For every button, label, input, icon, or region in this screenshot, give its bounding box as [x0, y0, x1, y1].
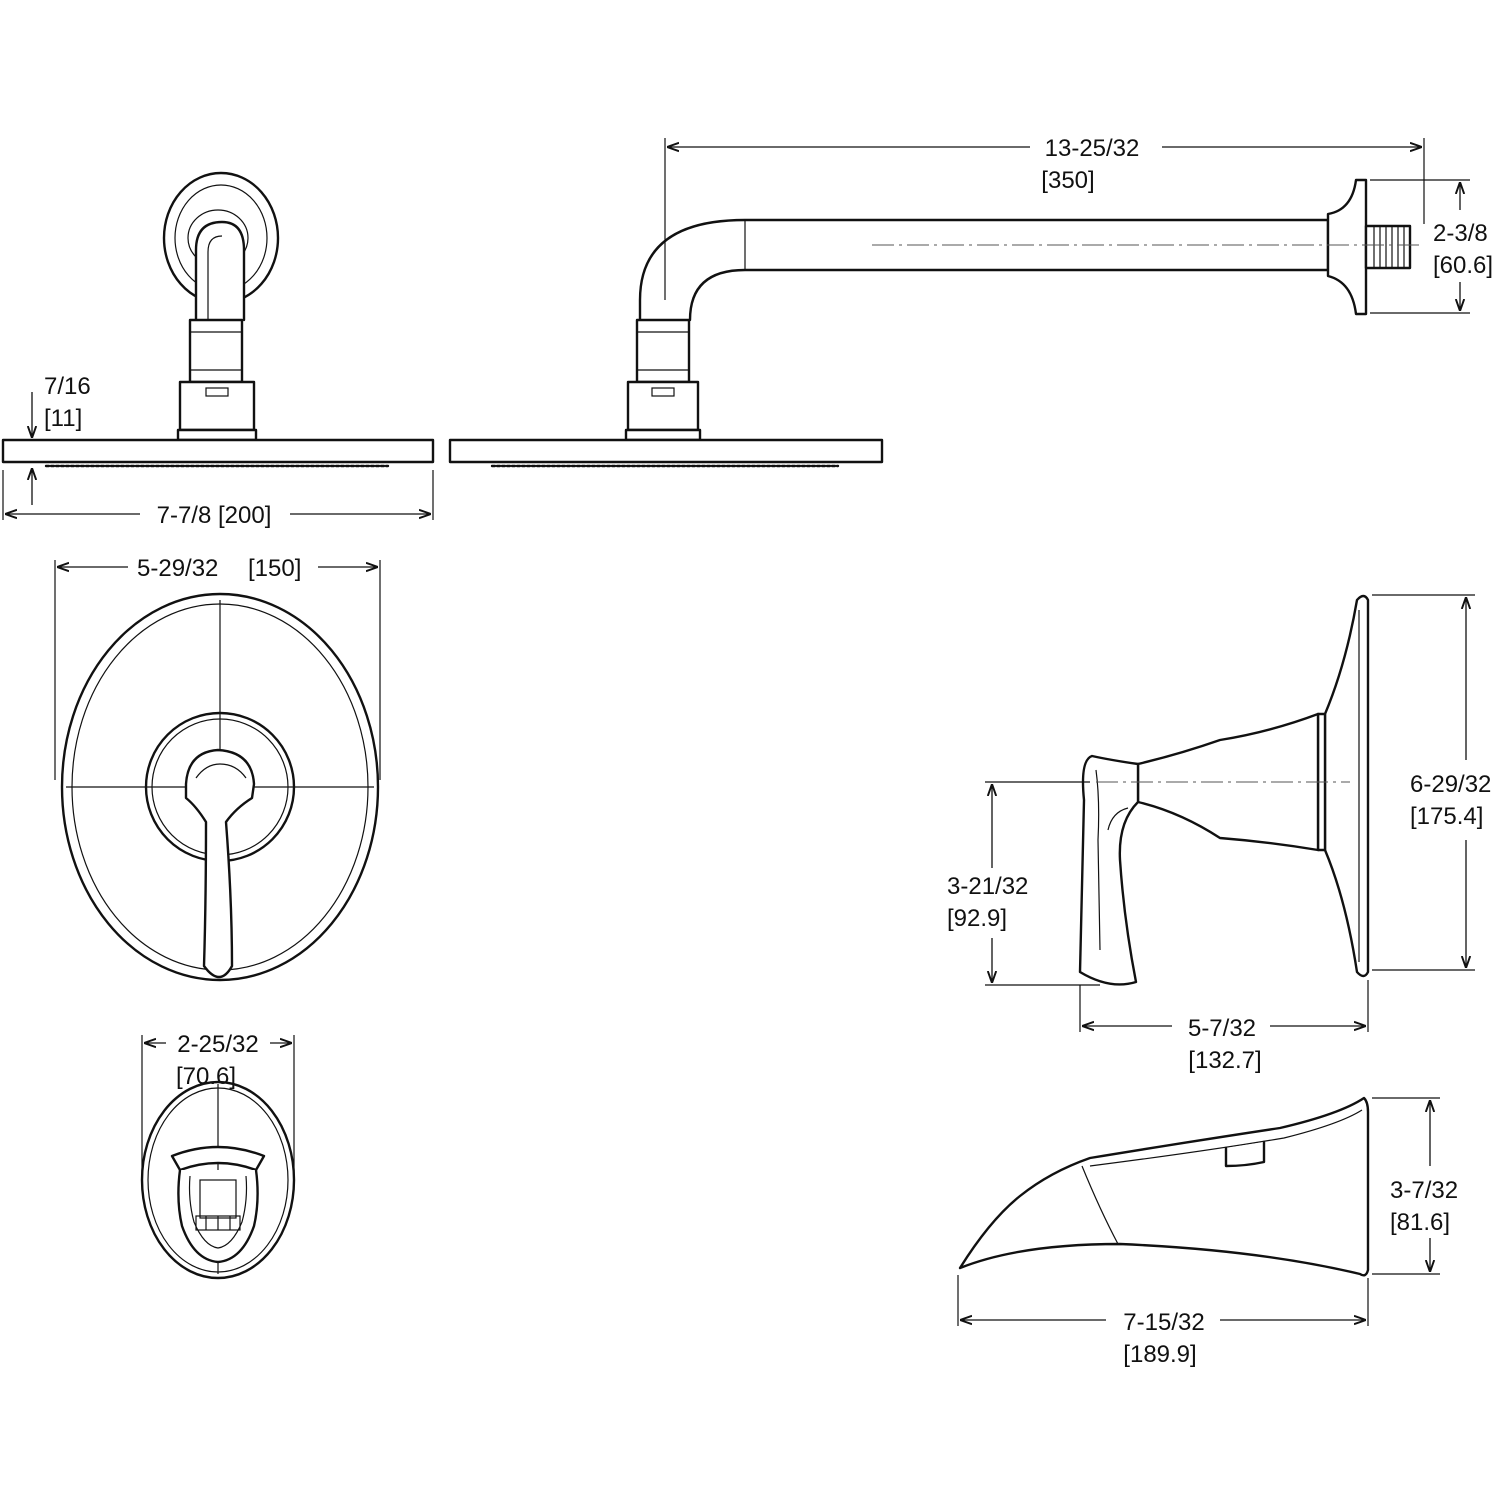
- arm-length-inch: 13-25/32: [1045, 135, 1140, 162]
- handle-height-inch: 3-21/32: [947, 873, 1028, 900]
- trim-width-mm: [150]: [248, 555, 301, 582]
- spout-height-mm: [81.6]: [1390, 1209, 1450, 1236]
- tub-spout-side-view: [957, 1096, 1440, 1326]
- arm-flange-inch: 2-3/8: [1433, 220, 1488, 247]
- shower-head-front-view: [1, 171, 435, 520]
- tub-spout-front-view: [140, 1035, 296, 1280]
- valve-trim-side-view: [985, 594, 1475, 1032]
- spout-width-mm: [70.6]: [176, 1063, 236, 1090]
- spout-length-inch: 7-15/32: [1123, 1309, 1204, 1336]
- spout-width-inch: 2-25/32: [177, 1031, 258, 1058]
- spout-height-inch: 3-7/32: [1390, 1177, 1458, 1204]
- head-thickness-inch: 7/16: [44, 373, 91, 400]
- trim-height-inch: 6-29/32: [1410, 771, 1491, 798]
- arm-length-mm: [350]: [1041, 167, 1094, 194]
- head-width-label: 7-7/8 [200]: [157, 502, 272, 529]
- arm-flange-mm: [60.6]: [1433, 252, 1493, 279]
- valve-trim-front-view: [54, 560, 381, 982]
- handle-projection-mm: [132.7]: [1188, 1047, 1261, 1074]
- trim-height-mm: [175.4]: [1410, 803, 1483, 830]
- head-thickness-mm: [11]: [44, 405, 82, 432]
- handle-projection-inch: 5-7/32: [1188, 1015, 1256, 1042]
- handle-height-mm: [92.9]: [947, 905, 1007, 932]
- spout-length-mm: [189.9]: [1123, 1341, 1196, 1368]
- shower-arm-side-view: [448, 138, 1470, 468]
- trim-width-inch: 5-29/32: [137, 555, 218, 582]
